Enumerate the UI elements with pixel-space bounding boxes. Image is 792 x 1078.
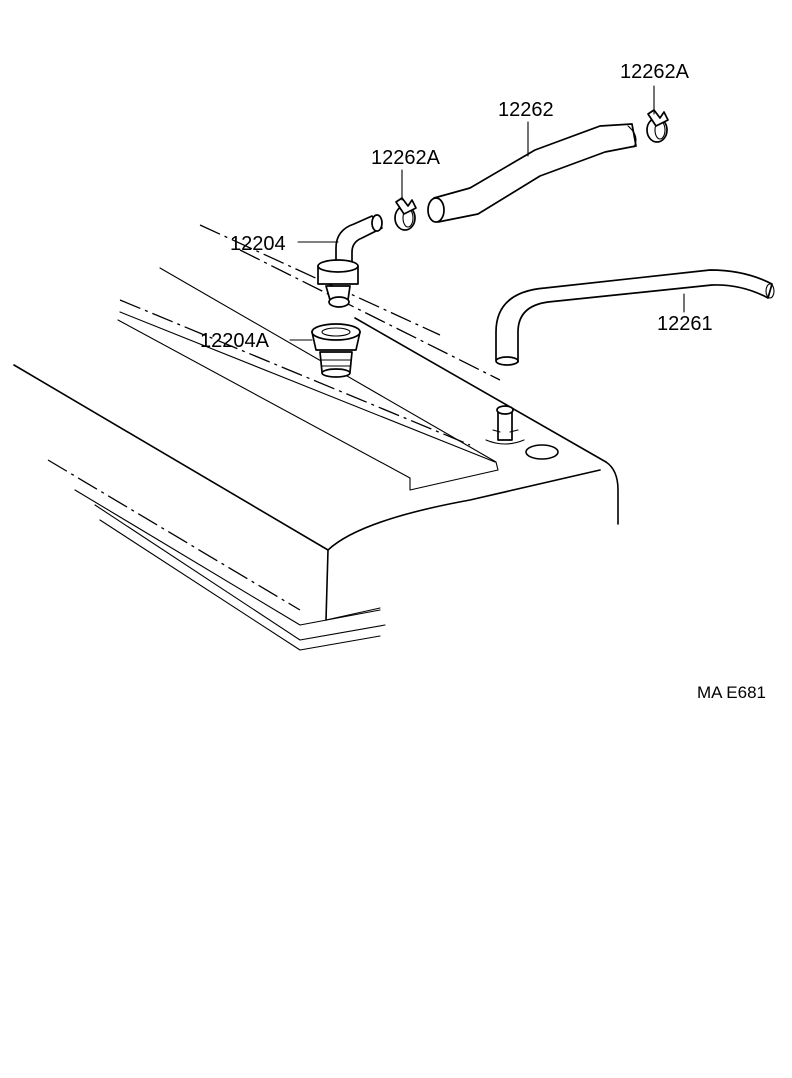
diagram-code: MA E681 xyxy=(697,683,766,702)
hose-lower xyxy=(495,269,775,366)
label-clamp-top: 12262A xyxy=(620,61,690,83)
hose-upper xyxy=(427,123,637,223)
label-hose-lower: 12261 xyxy=(657,313,713,335)
clamp-mid xyxy=(394,197,417,231)
leader-lines xyxy=(289,85,685,341)
grommet xyxy=(311,323,361,378)
pcv-valve xyxy=(317,214,383,308)
clamp-top xyxy=(646,109,669,143)
label-clamp-mid: 12262A xyxy=(371,147,441,169)
label-hose-upper: 12262 xyxy=(498,99,554,121)
label-grommet: 12204A xyxy=(200,330,270,352)
valve-cover xyxy=(13,224,619,651)
label-pcv-valve: 12204 xyxy=(230,233,286,255)
